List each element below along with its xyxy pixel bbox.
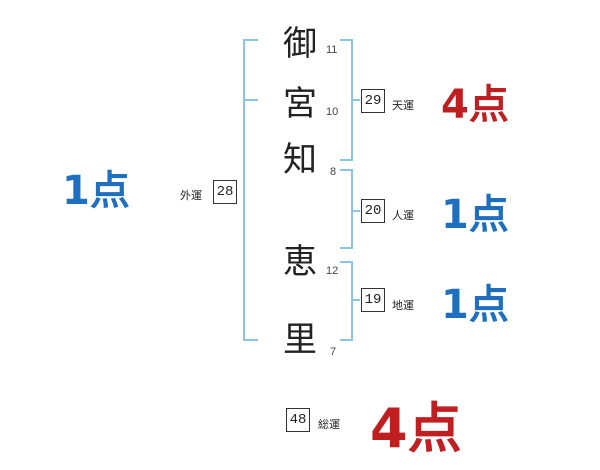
gaiun-label: 外運 <box>180 189 202 202</box>
tenun-score: 4点 <box>441 82 509 128</box>
outer-bracket <box>243 39 258 341</box>
name-char-2: 宮 <box>283 84 317 124</box>
souun-score: 4点 <box>370 397 462 460</box>
tenun-label: 天運 <box>392 99 414 112</box>
stroke-count-1: 11 <box>326 44 338 56</box>
souun-value-box: 48 <box>286 408 310 432</box>
stroke-count-3: 8 <box>330 166 337 178</box>
name-char-1: 御 <box>283 24 317 64</box>
chiun-label: 地運 <box>392 299 414 312</box>
gaiun-value-box: 28 <box>213 180 237 204</box>
tenun-value-box: 29 <box>361 89 385 113</box>
stroke-count-5: 7 <box>330 346 337 358</box>
gaiun-score: 1点 <box>62 168 130 214</box>
jinun-value-box: 20 <box>361 199 385 223</box>
name-char-4: 恵 <box>283 242 317 282</box>
jinun-score: 1点 <box>441 192 509 238</box>
tenun-bracket <box>340 39 353 161</box>
souun-label: 総運 <box>318 418 340 431</box>
name-char-5: 里 <box>283 320 317 360</box>
stroke-count-4: 12 <box>326 265 339 277</box>
chiun-score: 1点 <box>441 282 509 328</box>
chiun-value-box: 19 <box>361 288 385 312</box>
jinun-label: 人運 <box>392 209 414 222</box>
name-char-3: 知 <box>283 140 317 180</box>
jinun-bracket <box>340 169 353 249</box>
chiun-bracket <box>340 261 353 341</box>
stroke-count-2: 10 <box>326 106 339 118</box>
